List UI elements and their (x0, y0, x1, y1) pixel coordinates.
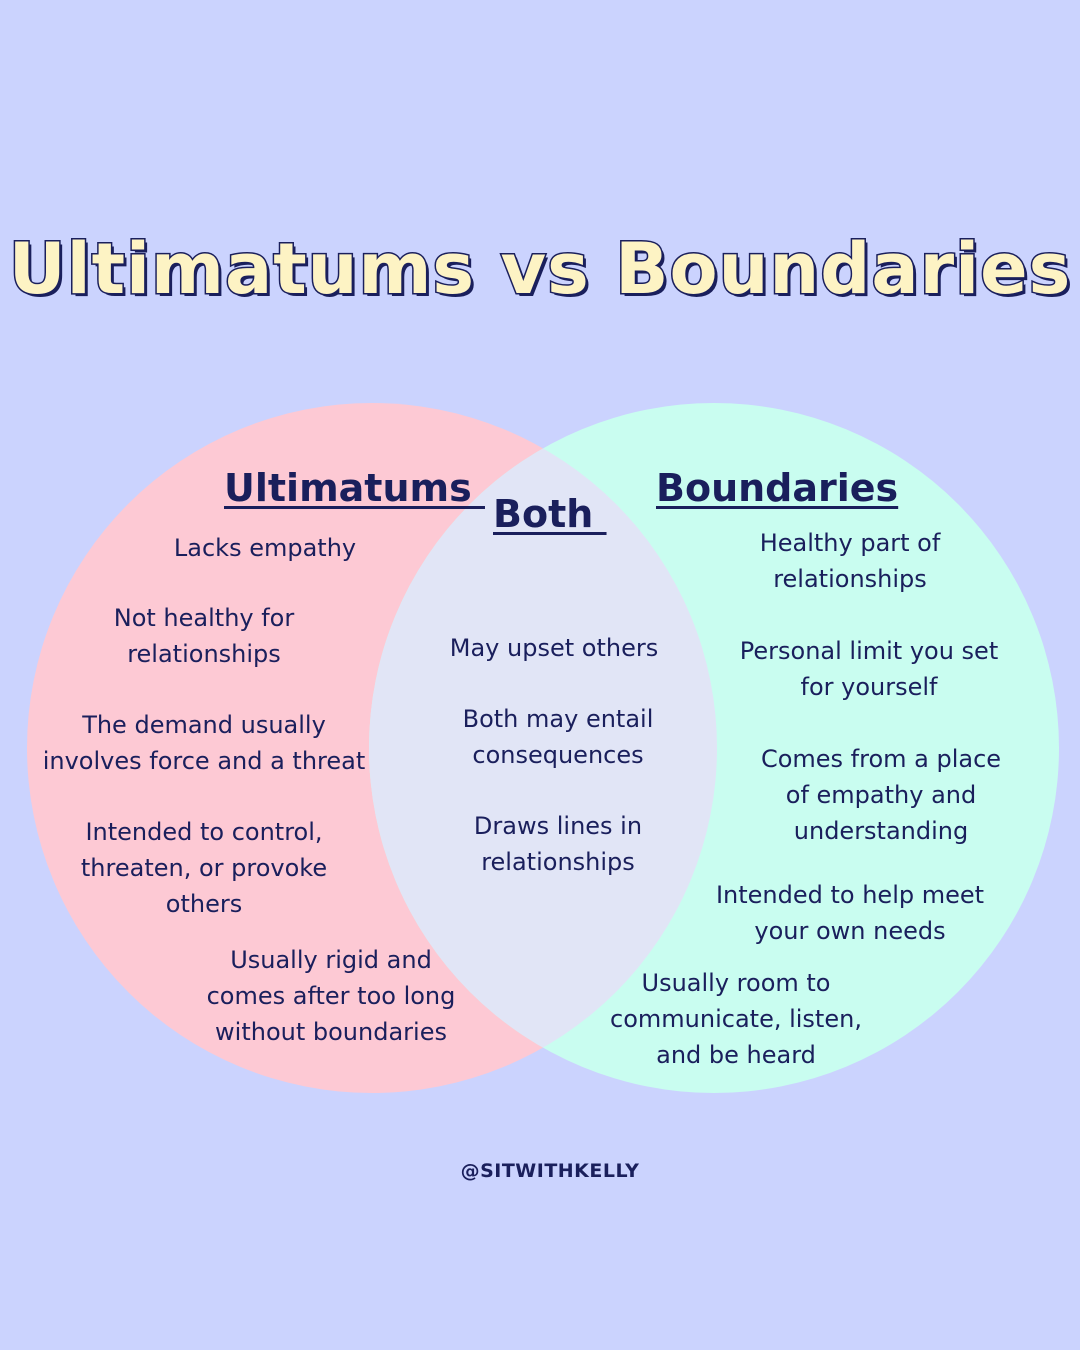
ultimatum-item: Lacks empathy (173, 534, 357, 562)
both-item: Both may entail consequences (462, 705, 654, 769)
both-heading: Both (493, 492, 607, 536)
boundary-item: Comes from a place of empathy and unders… (760, 745, 1002, 845)
boundaries-heading: Boundaries (656, 466, 899, 510)
both-item: Draws lines in relationships (473, 812, 643, 876)
boundary-item: Intended to help meet your own needs (715, 881, 985, 945)
ultimatums-heading: Ultimatums (224, 466, 485, 510)
overlap-region (369, 403, 717, 1093)
ultimatum-item: The demand usually involves force and a … (42, 711, 366, 775)
boundary-item: Usually room to communicate, listen, and… (610, 969, 862, 1069)
boundary-item: Healthy part of relationships (759, 529, 941, 593)
author-handle: @SITWITHKELLY (460, 1160, 640, 1182)
both-item: May upset others (449, 634, 659, 662)
ultimatum-item: Intended to control, threaten, or provok… (80, 818, 328, 918)
boundary-item: Personal limit you set for yourself (739, 637, 999, 701)
page-title: Ultimatums vs Boundaries (7, 227, 1072, 312)
ultimatum-item: Usually rigid and comes after too long w… (206, 946, 456, 1046)
ultimatum-item: Not healthy for relationships (113, 604, 295, 668)
